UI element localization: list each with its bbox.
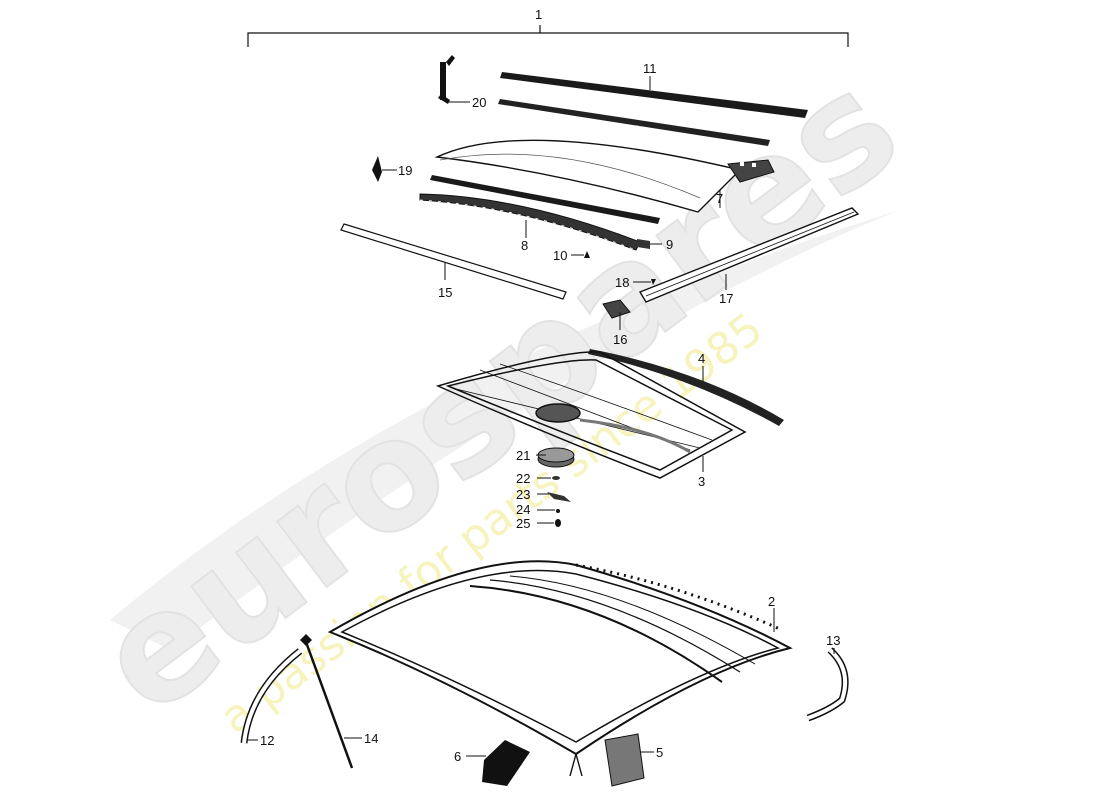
watermark-swoosh (110, 210, 900, 650)
callout-13: 13 (826, 633, 840, 648)
leader-lines (248, 76, 835, 757)
callout-22: 22 (516, 471, 530, 486)
callout-11: 11 (643, 61, 657, 76)
callouts: 1 11 20 19 7 8 9 10 15 18 17 16 4 3 21 2… (260, 7, 840, 764)
callout-9: 9 (666, 237, 673, 252)
part-12-seal (240, 648, 303, 744)
part-22-washer (552, 476, 560, 480)
callout-10: 10 (553, 248, 567, 263)
part-20-strip (438, 55, 770, 146)
part-3-frame (435, 351, 747, 479)
part-11-seal-strip (500, 72, 808, 118)
callout-7: 7 (716, 191, 723, 206)
part-5-cover (604, 733, 645, 787)
part-16-bracket (602, 299, 631, 319)
callout-24: 24 (516, 502, 530, 517)
callout-6: 6 (454, 749, 461, 764)
callout-18: 18 (615, 275, 629, 290)
part-25-nut (555, 519, 561, 527)
part-23-handle (547, 492, 571, 502)
part-7-roof-panel (434, 139, 775, 213)
callout-1: 1 (535, 7, 542, 22)
callout-19: 19 (398, 163, 412, 178)
part-9-clip (637, 239, 650, 249)
callout-14: 14 (364, 731, 378, 746)
part-6-trim (482, 740, 530, 786)
callout-20: 20 (472, 95, 486, 110)
callout-15: 15 (438, 285, 452, 300)
part-14-cable (300, 634, 354, 769)
callout-23: 23 (516, 487, 530, 502)
part-15-deflector (340, 223, 567, 300)
callout-25: 25 (516, 516, 530, 531)
callout-17: 17 (719, 291, 733, 306)
callout-2: 2 (768, 594, 775, 609)
part-18-screw (651, 279, 656, 285)
part-10-screw (584, 251, 590, 258)
part-17-side-rail (638, 207, 860, 303)
part-21-crank (537, 447, 575, 468)
part-24-washer (556, 509, 560, 513)
part-13-seal (806, 647, 849, 722)
callout-8: 8 (521, 238, 528, 253)
callout-21: 21 (516, 448, 530, 463)
callout-5: 5 (656, 745, 663, 760)
part-2-roof-frame (327, 560, 793, 777)
callout-16: 16 (613, 332, 627, 347)
part-19-strip (372, 156, 660, 224)
callout-3: 3 (698, 474, 705, 489)
callout-4: 4 (698, 351, 705, 366)
callout-12: 12 (260, 733, 274, 748)
assembly-bracket (247, 25, 849, 47)
